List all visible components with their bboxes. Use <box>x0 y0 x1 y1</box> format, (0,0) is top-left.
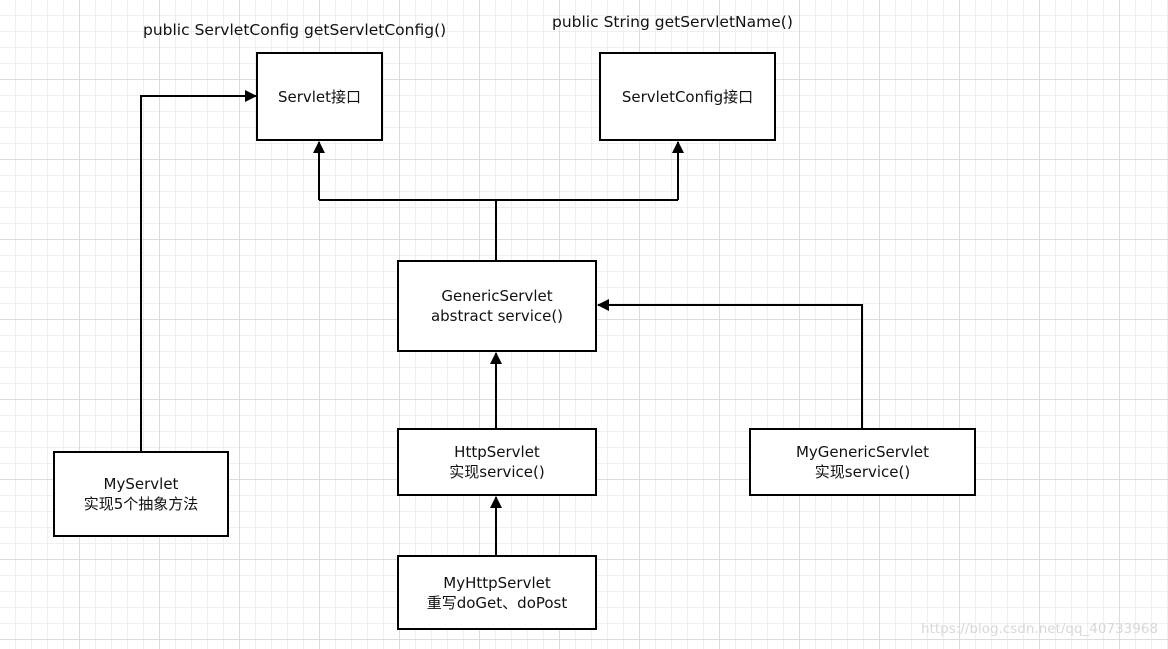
servletconfig-interface-label: ServletConfig接口 <box>621 87 754 106</box>
myhttpservlet-name: MyHttpServlet <box>443 573 551 592</box>
myhttpservlet-node: MyHttpServlet 重写doGet、doPost <box>397 555 597 630</box>
httpservlet-name: HttpServlet <box>454 443 540 461</box>
servlet-interface-label: Servlet接口 <box>277 87 362 106</box>
httpservlet-note: 实现service() <box>449 463 545 481</box>
httpservlet-node: HttpServlet 实现service() <box>397 428 597 496</box>
servlet-signature: public ServletConfig getServletConfig() <box>143 21 447 39</box>
servletconfig-signature: public String getServletName() <box>552 13 793 31</box>
myservlet-node: MyServlet 实现5个抽象方法 <box>53 451 229 537</box>
watermark-url: https://blog.csdn.net/qq_40733968 <box>920 621 1158 637</box>
myservlet-name: MyServlet <box>103 475 179 493</box>
mygenericservlet-note: 实现service() <box>814 463 911 481</box>
servletconfig-interface-node: ServletConfig接口 <box>599 52 776 141</box>
mygenericservlet-node: MyGenericServlet 实现service() <box>749 428 976 496</box>
genericservlet-node: GenericServlet abstract service() <box>397 260 597 352</box>
genericservlet-name: GenericServlet <box>441 287 553 305</box>
myhttpservlet-note: 重写doGet、doPost <box>426 593 568 612</box>
servlet-interface-node: Servlet接口 <box>256 52 383 141</box>
mygenericservlet-name: MyGenericServlet <box>795 443 930 461</box>
edge-myservlet-to-servlet <box>140 90 257 451</box>
genericservlet-note: abstract service() <box>430 307 564 325</box>
edge-mygeneric-to-generic <box>597 299 863 428</box>
myservlet-note: 实现5个抽象方法 <box>83 495 199 513</box>
